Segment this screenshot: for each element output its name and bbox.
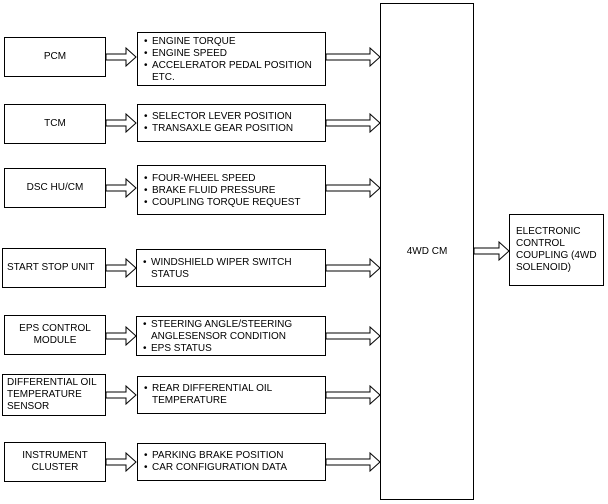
signal-item: STATUS [151, 269, 189, 280]
signal-box-pcm: ENGINE TORQUE ENGINE SPEED ACCELERATOR P… [137, 32, 326, 86]
source-box-instrument: INSTRUMENT CLUSTER [4, 442, 106, 482]
arrow-diff-oil-to-signal [105, 384, 137, 406]
signal-box-tcm: SELECTOR LEVER POSITION TRANSAXLE GEAR P… [137, 104, 326, 142]
arrow-start-stop-signal-to-hub [325, 257, 381, 279]
signal-item: STEERING ANGLE/STEERING [143, 319, 319, 331]
signal-item: ANGLESENSOR CONDITION [151, 331, 287, 342]
signal-item: BRAKE FLUID PRESSURE [144, 185, 319, 197]
signal-item: EPS STATUS [143, 343, 319, 355]
arrow-instrument-to-signal [105, 451, 137, 473]
source-label: INSTRUMENT CLUSTER [22, 450, 88, 473]
signal-box-start-stop: WINDSHIELD WIPER SWITCH STATUS [136, 249, 326, 287]
signal-item: ETC. [152, 72, 175, 83]
signal-item: FOUR-WHEEL SPEED [144, 173, 319, 185]
signal-box-diff-oil: REAR DIFFERENTIAL OIL TEMPERATURE [137, 376, 326, 414]
arrow-dsc-signal-to-hub [325, 177, 381, 199]
signal-item: ENGINE TORQUE [144, 36, 319, 48]
arrow-start-stop-to-signal [105, 257, 137, 279]
source-box-tcm: TCM [4, 104, 106, 144]
signal-item: ENGINE SPEED [144, 48, 319, 60]
signal-item: TEMPERATURE [152, 395, 227, 406]
arrow-diff-oil-signal-to-hub [325, 384, 381, 406]
arrow-dsc-to-signal [105, 177, 137, 199]
signal-box-dsc: FOUR-WHEEL SPEED BRAKE FLUID PRESSURE CO… [137, 165, 326, 215]
signal-item: CAR CONFIGURATION DATA [144, 462, 319, 474]
source-box-pcm: PCM [4, 37, 106, 77]
signal-item: ACCELERATOR PEDAL POSITION [144, 60, 319, 72]
signal-item: TRANSAXLE GEAR POSITION [144, 123, 319, 135]
arrow-tcm-signal-to-hub [325, 112, 381, 134]
output-label: ELECTRONIC CONTROL COUPLING (4WD SOLENOI… [516, 226, 597, 273]
signal-box-instrument: PARKING BRAKE POSITION CAR CONFIGURATION… [137, 443, 326, 481]
source-box-dsc: DSC HU/CM [4, 168, 106, 208]
hub-box-4wd-cm: 4WD CM [380, 3, 474, 500]
arrow-instrument-signal-to-hub [325, 451, 381, 473]
source-label: DSC HU/CM [26, 182, 84, 193]
arrow-pcm-signal-to-hub [325, 46, 381, 68]
hub-label: 4WD CM [406, 245, 448, 257]
arrow-tcm-to-signal [105, 112, 137, 134]
source-label: EPS CONTROL MODULE [19, 323, 91, 346]
source-box-diff-oil: DIFFERENTIAL OIL TEMPERATURE SENSOR [2, 374, 106, 416]
arrow-hub-to-output [473, 240, 510, 262]
output-box-coupling: ELECTRONIC CONTROL COUPLING (4WD SOLENOI… [509, 214, 604, 286]
source-label: TCM [44, 118, 66, 129]
signal-item: WINDSHIELD WIPER SWITCH [143, 257, 319, 269]
signal-item: SELECTOR LEVER POSITION [144, 111, 319, 123]
source-box-eps: EPS CONTROL MODULE [4, 315, 106, 355]
signal-box-eps: STEERING ANGLE/STEERING ANGLESENSOR COND… [136, 316, 326, 356]
arrow-pcm-to-signal [105, 46, 137, 68]
signal-item: COUPLING TORQUE REQUEST [144, 197, 319, 209]
source-label: START STOP UNIT [7, 262, 95, 273]
signal-item: PARKING BRAKE POSITION [144, 450, 319, 462]
source-label: PCM [43, 51, 67, 62]
arrow-eps-to-signal [105, 325, 137, 347]
signal-item: REAR DIFFERENTIAL OIL [144, 383, 319, 395]
source-label: DIFFERENTIAL OIL TEMPERATURE SENSOR [7, 377, 97, 412]
arrow-eps-signal-to-hub [325, 325, 381, 347]
